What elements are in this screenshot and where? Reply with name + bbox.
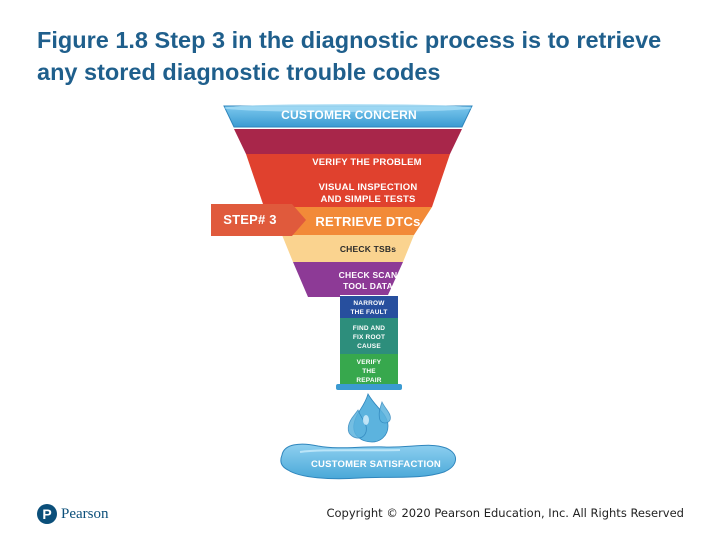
pearson-logo-icon: P bbox=[37, 504, 57, 524]
funnel-rim bbox=[223, 104, 473, 128]
layer-verify-problem bbox=[234, 129, 462, 154]
verify-problem-label: VERIFY THE PROBLEM bbox=[312, 157, 422, 168]
layer-find-fix-root-cause bbox=[340, 318, 398, 354]
tool-data-label: TOOL DATA bbox=[343, 281, 393, 291]
funnel-spout bbox=[336, 384, 402, 390]
retrieve-dtcs-label: RETRIEVE DTCs bbox=[315, 214, 420, 229]
check-scan-label: CHECK SCAN bbox=[339, 270, 398, 280]
fix-root-label: FIX ROOT bbox=[353, 334, 385, 341]
step-marker bbox=[211, 204, 306, 236]
layer-visual-inspection bbox=[246, 154, 450, 207]
cause-label: CAUSE bbox=[357, 343, 381, 350]
layer-narrow-fault bbox=[340, 296, 398, 318]
funnel-layers bbox=[234, 129, 462, 386]
pearson-logo: P Pearson bbox=[37, 502, 109, 526]
customer-concern-label: CUSTOMER CONCERN bbox=[281, 108, 417, 122]
water-drops bbox=[347, 392, 391, 443]
simple-tests-label: AND SIMPLE TESTS bbox=[320, 194, 415, 205]
layer-retrieve-dtcs bbox=[264, 207, 432, 235]
water-pool bbox=[280, 443, 456, 480]
the-fault-label: THE FAULT bbox=[350, 309, 387, 316]
layer-verify-repair bbox=[340, 354, 398, 386]
layer-check-tsbs bbox=[282, 235, 414, 262]
repair-label: REPAIR bbox=[356, 377, 381, 384]
the-label: THE bbox=[362, 368, 376, 375]
step-marker-label: STEP# 3 bbox=[223, 212, 276, 227]
copyright-notice: Copyright © 2020 Pearson Education, Inc.… bbox=[326, 506, 684, 520]
find-and-label: FIND AND bbox=[353, 325, 386, 332]
verify-label: VERIFY bbox=[357, 359, 382, 366]
visual-inspection-label: VISUAL INSPECTION bbox=[319, 182, 418, 193]
check-tsbs-label: CHECK TSBs bbox=[340, 244, 396, 254]
layer-check-scan-tool bbox=[293, 262, 403, 297]
narrow-label: NARROW bbox=[353, 300, 385, 307]
figure-title: Figure 1.8 Step 3 in the diagnostic proc… bbox=[37, 27, 662, 85]
customer-satisfaction-label: CUSTOMER SATISFACTION bbox=[311, 459, 441, 470]
pearson-logo-text: Pearson bbox=[61, 505, 109, 522]
